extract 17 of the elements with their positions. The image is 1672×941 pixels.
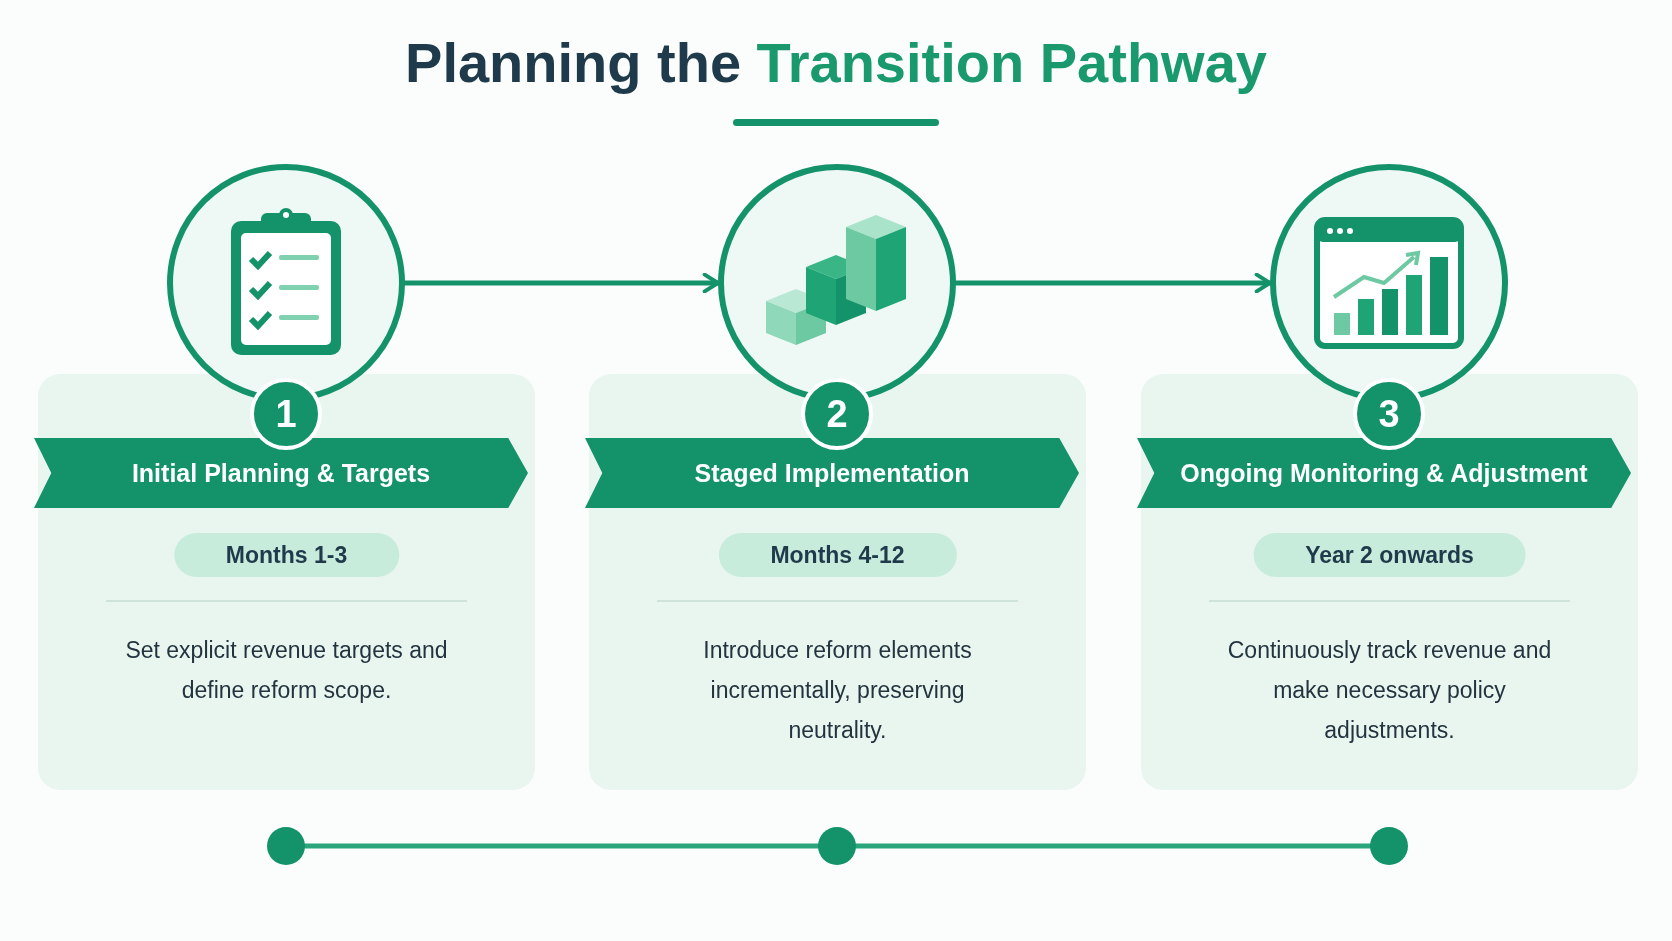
step-description: Introduce reform elements incrementally, preserving neutrality. [702,636,973,745]
timeline-dot [818,827,856,865]
timeline-dot [267,827,305,865]
step-ribbon: Ongoing Monitoring & Adjustment [1137,438,1631,508]
duration-pill: Months 1-3 [173,533,400,577]
step-description: Continuously track revenue and make necessary policy adjustments. [1226,636,1553,745]
timeline-dot [1370,827,1408,865]
timeline-line [302,843,821,849]
step-ribbon: Initial Planning & Targets [34,438,528,508]
arrow [402,272,721,294]
arrow [953,272,1273,294]
title: Planning the Transition Pathway [404,30,1268,95]
step-description: Set explicit revenue targets and define reform scope. [124,636,449,705]
step-ribbon: Staged Implementation [585,438,1079,508]
duration-pill: Year 2 onwards [1253,533,1526,577]
timeline-line [853,843,1373,849]
duration-pill: Months 4-12 [718,533,957,577]
